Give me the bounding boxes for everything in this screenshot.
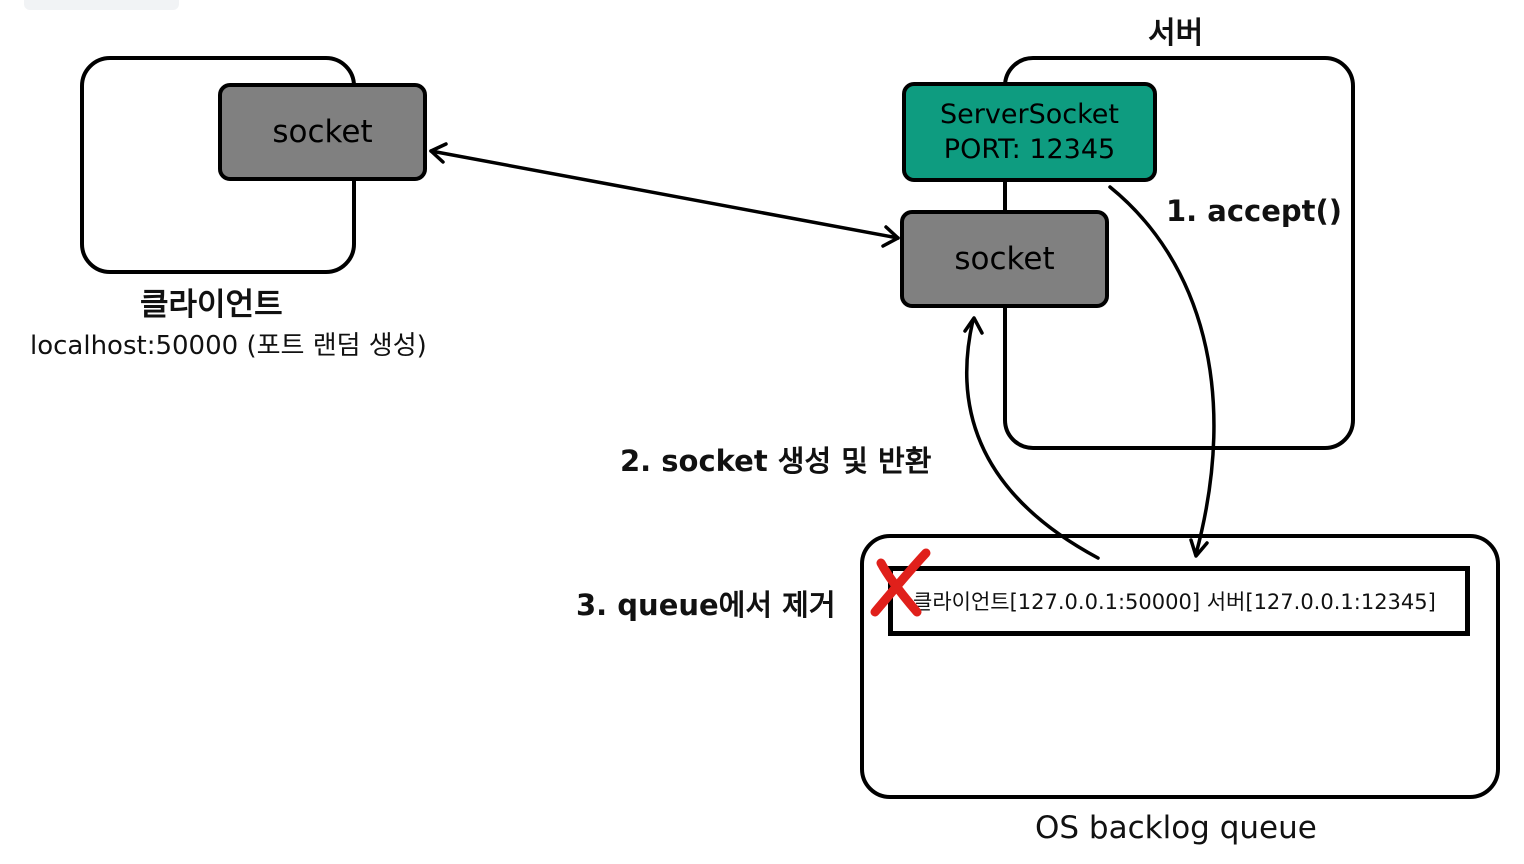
queue-entry: 클라이언트[127.0.0.1:50000] 서버[127.0.0.1:1234…: [888, 566, 1470, 636]
server-socket-port: PORT: 12345: [943, 134, 1116, 165]
client-address: localhost:50000 (포트 랜덤 생성): [30, 331, 427, 361]
step-socket-create-label: 2. socket 생성 및 반환: [620, 444, 932, 478]
server-socket-name: ServerSocket: [940, 98, 1119, 130]
server-title: 서버: [1148, 16, 1204, 51]
client-socket-label: socket: [272, 114, 373, 150]
step-queue-remove-label: 3. queue에서 제거: [576, 588, 836, 622]
top-tab-fragment: [24, 0, 179, 10]
client-socket-box: socket: [218, 83, 427, 181]
server-socket-connection-box: socket: [900, 210, 1109, 308]
server-socket-label: socket: [954, 241, 1055, 277]
socket-creation-arrow: [963, 316, 1100, 560]
server-socket-box: ServerSocket PORT: 12345: [902, 82, 1157, 182]
client-title: 클라이언트: [140, 287, 283, 323]
x-mark-icon: [870, 548, 931, 617]
backlog-queue-title: OS backlog queue: [1035, 810, 1317, 846]
connection-arrow: [429, 142, 900, 248]
step-accept-label: 1. accept(): [1166, 194, 1343, 228]
queue-entry-text: 클라이언트[127.0.0.1:50000] 서버[127.0.0.1:1234…: [913, 590, 1436, 614]
accept-arrow: [1108, 185, 1216, 558]
